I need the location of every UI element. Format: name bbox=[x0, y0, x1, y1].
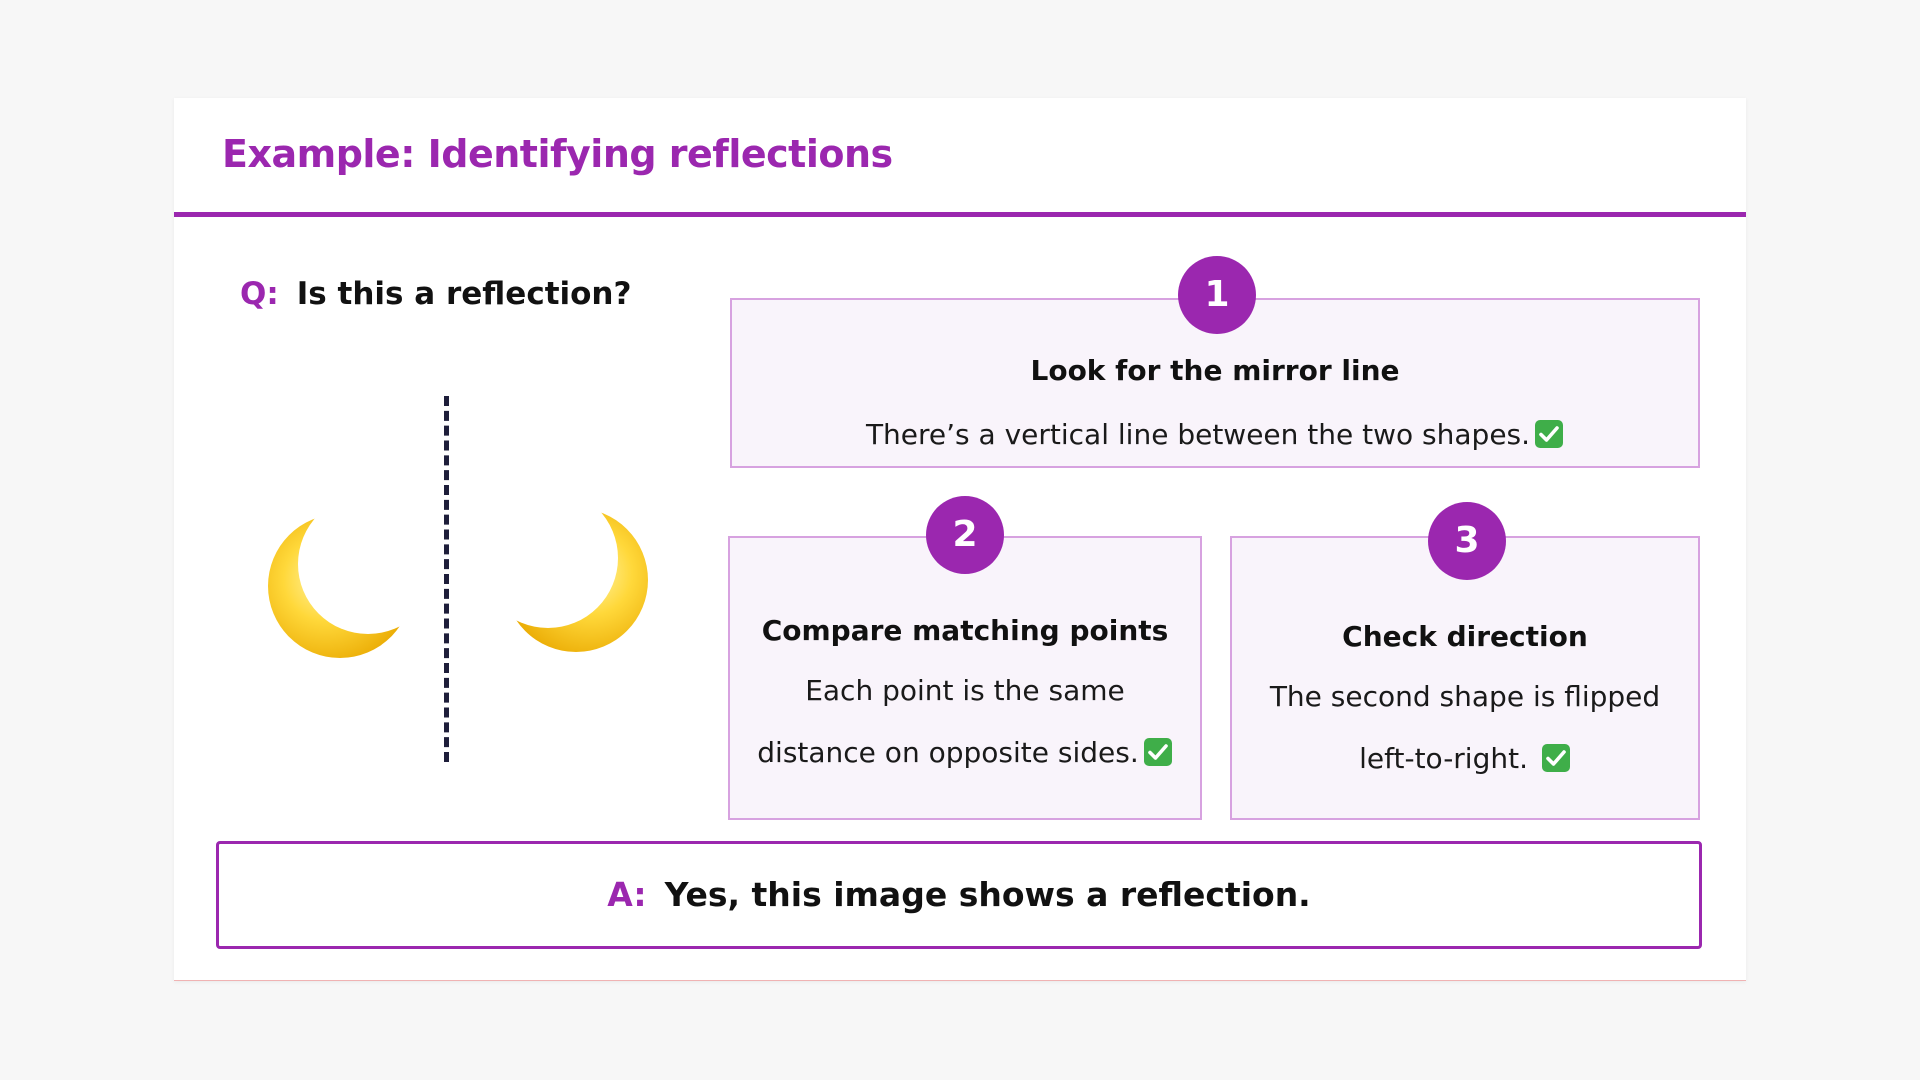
step-number-badge: 2 bbox=[926, 496, 1004, 574]
step-card-2: 2 Compare matching points Each point is … bbox=[728, 496, 1202, 820]
crescent-moon-icon bbox=[268, 514, 412, 658]
mirror-line bbox=[444, 396, 449, 762]
step-number-badge: 1 bbox=[1178, 256, 1256, 334]
slide: Example: Identifying reflections Q: Is th… bbox=[174, 98, 1746, 981]
title-divider bbox=[174, 212, 1746, 217]
question: Q: Is this a reflection? bbox=[240, 276, 631, 312]
check-mark-icon bbox=[1534, 419, 1564, 449]
answer-label: A: bbox=[607, 875, 647, 914]
slide-title: Example: Identifying reflections bbox=[222, 132, 893, 176]
step-card-3: 3 Check direction The second shape is fl… bbox=[1230, 502, 1700, 820]
step-text-line: There’s a vertical line between the two … bbox=[732, 418, 1698, 451]
step-text-line: The second shape is flipped bbox=[1269, 680, 1661, 713]
step-text-line: Each point is the same bbox=[805, 674, 1125, 707]
step-title: Look for the mirror line bbox=[1030, 354, 1400, 387]
step-title: Compare matching points bbox=[761, 614, 1169, 647]
check-mark-icon bbox=[1143, 737, 1173, 767]
crescent-moon-icon bbox=[504, 508, 648, 652]
step-card-1: 1 Look for the mirror line There’s a ver… bbox=[730, 256, 1700, 468]
question-text: Is this a reflection? bbox=[296, 276, 632, 312]
step-title: Check direction bbox=[1342, 620, 1588, 653]
answer-box: A: Yes, this image shows a reflection. bbox=[216, 841, 1702, 949]
step-text-line: distance on opposite sides. bbox=[730, 736, 1200, 769]
check-mark-icon bbox=[1541, 743, 1571, 773]
step-text-line: left-to-right. bbox=[1232, 742, 1698, 775]
answer-text: Yes, this image shows a reflection. bbox=[664, 875, 1311, 914]
step-number-badge: 3 bbox=[1428, 502, 1506, 580]
reflection-illustration bbox=[260, 396, 648, 766]
question-label: Q: bbox=[240, 276, 279, 312]
